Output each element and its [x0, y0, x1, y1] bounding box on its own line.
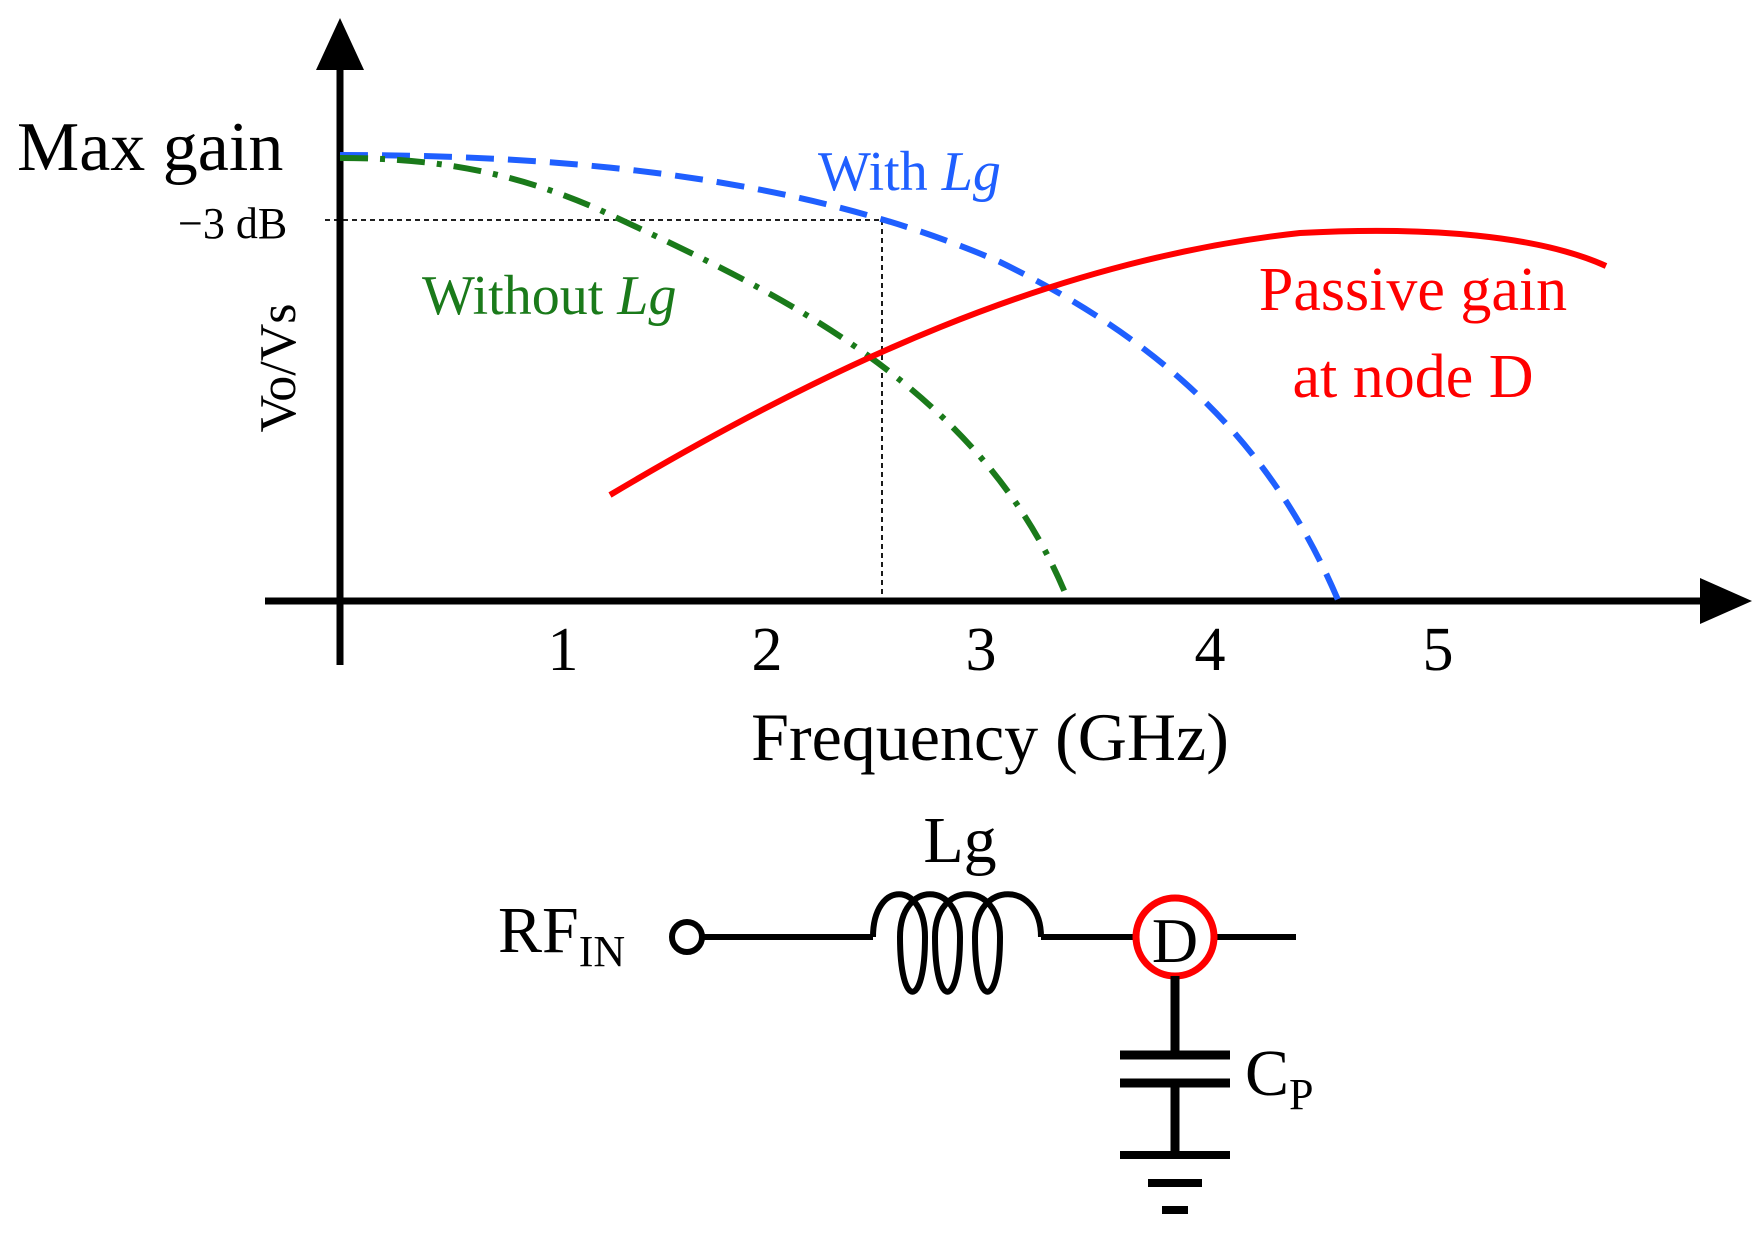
- passive-gain-label-line2: at node D: [1292, 343, 1533, 411]
- with-lg-curve: [339, 152, 1341, 602]
- x-tick-label: 4: [1195, 616, 1226, 684]
- node-d-label: D: [1152, 905, 1198, 976]
- with-lg-label: With Lg: [818, 141, 1001, 203]
- x-tick-labels: 1 2 3 4 5: [548, 616, 1454, 684]
- x-tick-label: 5: [1423, 616, 1454, 684]
- x-tick-label: 2: [752, 616, 783, 684]
- passive-gain-label-line1: Passive gain: [1259, 256, 1567, 324]
- without-lg-curve: [339, 155, 1071, 602]
- y-axis-arrow: [316, 18, 364, 70]
- without-lg-label: Without Lg: [422, 265, 676, 327]
- inductor-coil: [870, 891, 1044, 995]
- circuit-schematic: RFIN Lg D CP: [498, 804, 1314, 1214]
- x-axis-arrow: [1700, 578, 1752, 624]
- x-tick-label: 3: [966, 616, 997, 684]
- rf-in-terminal: [669, 919, 705, 955]
- minus3db-label: −3 dB: [178, 199, 287, 248]
- max-gain-label: Max gain: [17, 109, 283, 186]
- x-tick-label: 1: [548, 616, 579, 684]
- y-axis-label: Vo/Vs: [250, 303, 307, 432]
- inductor-label: Lg: [923, 804, 996, 877]
- rf-in-label: RFIN: [498, 894, 625, 976]
- x-axis-label: Frequency (GHz): [751, 699, 1229, 775]
- passive-gain-curve: [608, 227, 1608, 498]
- capacitor-label: CP: [1245, 1037, 1314, 1119]
